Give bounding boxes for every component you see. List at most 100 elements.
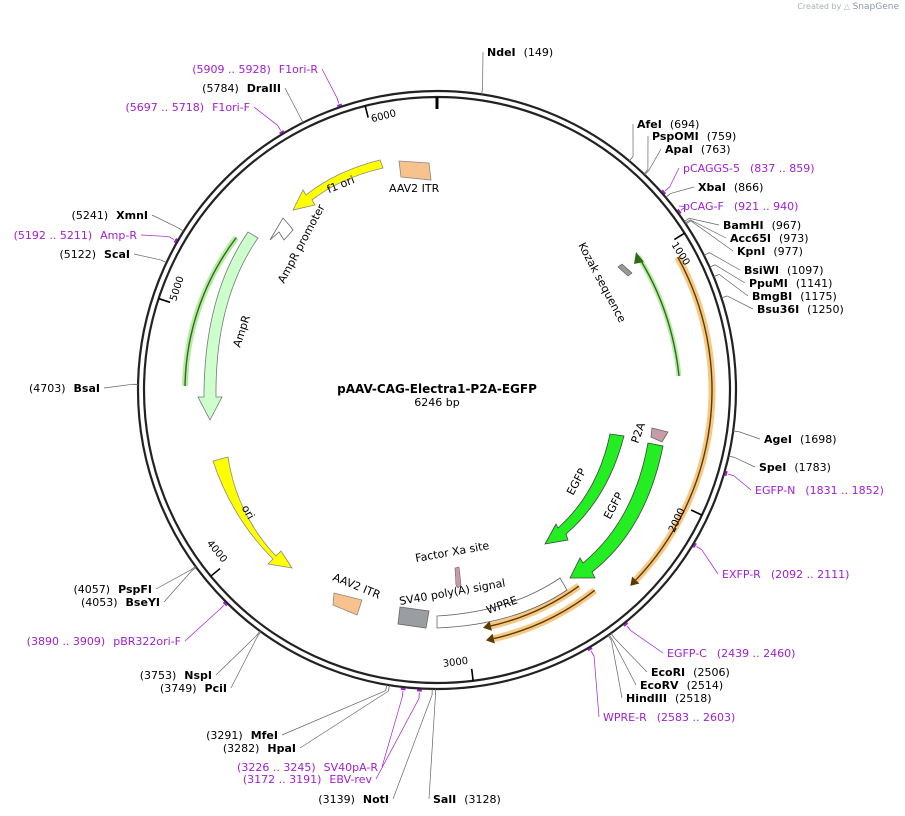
site-label[interactable]: (5241)XmnI [72, 209, 148, 222]
tick-mark [690, 509, 703, 516]
leader-stub [665, 193, 671, 198]
primer-label[interactable]: (3890 .. 3909)pBR322ori-F [27, 635, 181, 648]
snapgene-wordmark: SnapGene [852, 2, 899, 12]
site-label[interactable]: ApaI(763) [665, 143, 731, 156]
leader-line [281, 690, 386, 736]
leader-stub [696, 546, 702, 550]
leader-line [184, 609, 220, 642]
leader-line [669, 167, 680, 187]
feature-p2a[interactable] [650, 427, 669, 443]
site-label[interactable]: (3291)MfeI [206, 729, 278, 742]
primer-label[interactable]: EGFP-N(1831 .. 1852) [755, 484, 884, 497]
feature-sv40-polya[interactable] [397, 606, 430, 629]
site-label[interactable]: AgeI(1698) [764, 433, 837, 446]
feature-factor-xa[interactable] [454, 566, 462, 589]
site-label[interactable]: PpuMI(1141) [749, 277, 832, 290]
leader-line [428, 694, 436, 800]
leader-line [709, 252, 741, 271]
site-label[interactable]: (4057)PspFI [74, 583, 152, 596]
leader-stub [401, 691, 404, 698]
site-label[interactable]: EcoRI(2506) [651, 666, 730, 679]
site-label[interactable]: EcoRV(2514) [640, 679, 723, 692]
site-label[interactable]: (3282)HpaI [223, 742, 296, 755]
primer-label[interactable]: (3172 .. 3191)EBV-rev [243, 773, 373, 786]
leader-line [611, 640, 623, 699]
site-label[interactable]: (5122)ScaI [59, 248, 130, 261]
primer-label[interactable]: EXFP-R(2092 .. 2111) [722, 568, 849, 581]
site-label[interactable]: KpnI(977) [737, 245, 803, 258]
leader-line [321, 68, 338, 98]
feature-label-f1-ori: f1 ori [325, 173, 356, 196]
primer-label[interactable]: pCAG-F(921 .. 940) [683, 200, 798, 213]
leader-line [688, 217, 720, 226]
leader-line [690, 220, 734, 252]
site-label[interactable]: PspOMI(759) [652, 130, 736, 143]
feature-ampr[interactable] [197, 231, 259, 421]
leader-stub [713, 274, 720, 278]
site-label[interactable]: BsiWI(1097) [744, 264, 824, 277]
leader-line [140, 234, 169, 237]
primer-label[interactable]: (3226 .. 3245)SV40pA-R [237, 761, 378, 774]
primer-mark [587, 647, 593, 652]
plasmid-length: 6246 bp [414, 396, 459, 409]
feature-egfp-1[interactable] [544, 433, 625, 545]
site-label[interactable]: XbaI(866) [698, 181, 763, 194]
feature-ori[interactable] [212, 456, 293, 569]
feature-label-ori: ori [239, 503, 257, 522]
leader-stub [590, 650, 595, 657]
site-label[interactable]: (3749)PciI [160, 682, 227, 695]
feature-label-egfp-1: EGFP [564, 466, 589, 498]
site-label[interactable]: (3753)NspI [140, 669, 212, 682]
leader-line [215, 635, 257, 676]
created-by-text: Created by [797, 2, 842, 11]
feature-kozak[interactable] [617, 263, 633, 277]
feature-f1-ori[interactable] [292, 159, 384, 211]
site-label[interactable]: HindIII(2518) [626, 692, 712, 705]
leader-line [612, 639, 637, 686]
feature-egfp-2[interactable] [569, 442, 664, 579]
primer-label[interactable]: WPRE-R(2583 .. 2603) [603, 711, 735, 724]
site-label[interactable]: SalI(3128) [433, 793, 501, 806]
leader-stub [385, 684, 388, 691]
leader-line [648, 148, 662, 171]
site-label[interactable]: SpeI(1783) [759, 461, 831, 474]
site-label[interactable]: (3139)NotI [318, 793, 389, 806]
feature-wpre[interactable] [436, 577, 568, 629]
primer-label[interactable]: EGFP-C(2439 .. 2460) [667, 647, 795, 660]
primer-label[interactable]: (5697 .. 5718)F1ori-F [126, 101, 251, 114]
leader-stub [733, 430, 740, 433]
leader-stub [257, 631, 262, 637]
leader-line [375, 698, 420, 780]
leader-line [739, 431, 761, 440]
orf-inner-arrowhead [634, 252, 644, 264]
primer-mark [661, 189, 667, 195]
primer-mark [400, 687, 406, 691]
label-layer: NdeI(149) AfeI(694)PspOMI(759)ApaI(763) Xb… [14, 46, 884, 806]
leader-stub [664, 186, 671, 192]
site-label[interactable]: BmgBI(1175) [752, 290, 837, 303]
site-label[interactable]: AfeI(694) [637, 118, 699, 131]
site-label[interactable]: (4703)BsaI [29, 382, 100, 395]
leader-line [284, 87, 301, 118]
feature-aav2-itr-top[interactable] [398, 160, 432, 181]
leader-stub [160, 259, 167, 263]
site-label[interactable]: NdeI(149) [487, 46, 553, 59]
site-label[interactable]: (4053)BseYI [81, 596, 160, 609]
feature-ampr-promoter[interactable] [269, 217, 294, 241]
primer-label[interactable]: (5192 .. 5211)Amp-R [14, 229, 138, 242]
leader-line [701, 549, 719, 575]
primer-label[interactable]: pCAGGS-5(837 .. 859) [683, 162, 815, 175]
leader-line [230, 636, 258, 689]
site-label[interactable]: (5784)DraIII [202, 82, 281, 95]
tick-label: 3000 [442, 656, 469, 670]
primer-label[interactable]: (5909 .. 5928)F1ori-R [192, 63, 318, 76]
site-label[interactable]: Acc65I(973) [730, 232, 809, 245]
feature-aav2-itr-bottom[interactable] [332, 592, 363, 616]
site-label[interactable]: BamHI(967) [723, 219, 801, 232]
feature-label-ampr-promoter: AmpR promoter [275, 202, 328, 286]
site-label[interactable]: Bsu36I(1250) [757, 303, 844, 316]
leader-line [719, 274, 749, 297]
tick-label: 4000 [204, 538, 229, 565]
leader-stub [219, 604, 225, 610]
